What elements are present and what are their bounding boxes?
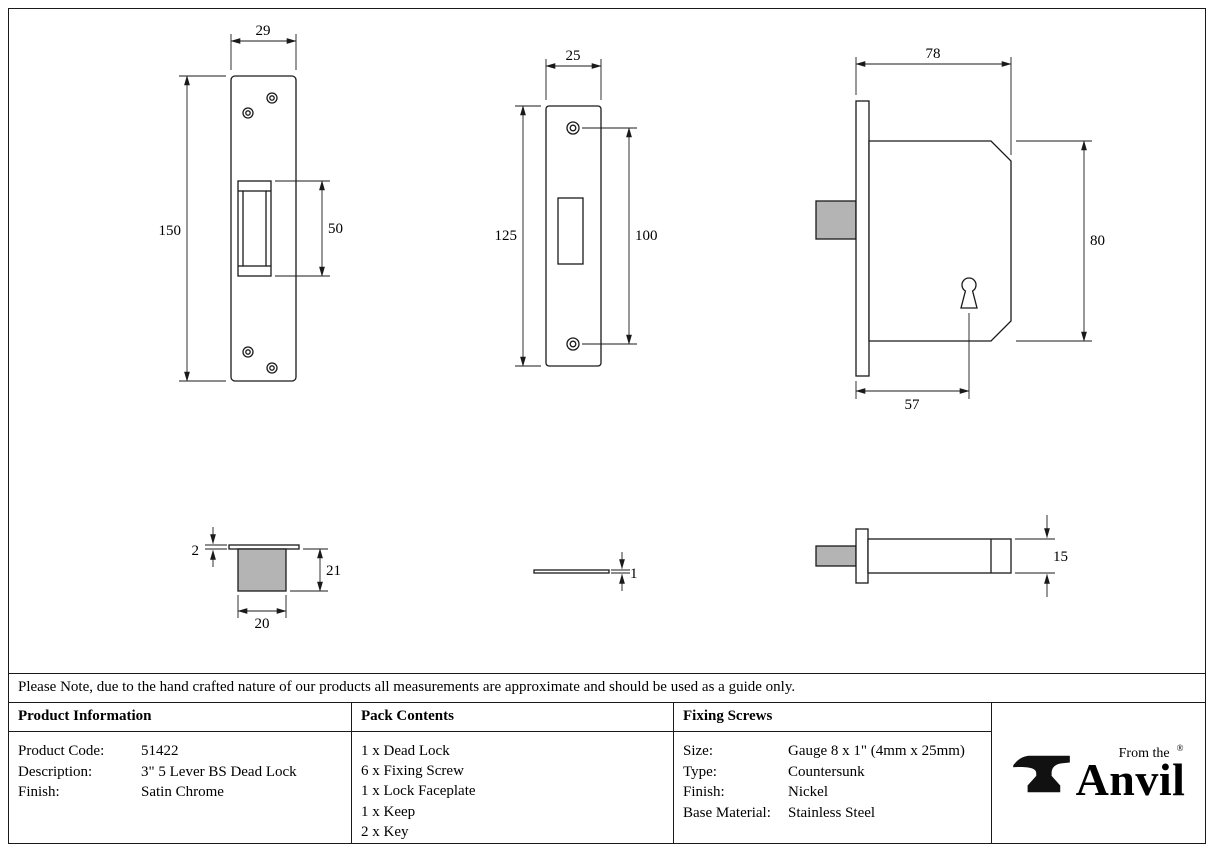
row-value: Satin Chrome <box>141 784 224 800</box>
brand-column: From the ® Anvil <box>991 703 1204 843</box>
dimension-label: 57 <box>905 397 921 413</box>
lock-bolt-side <box>815 545 857 567</box>
row-label: Size: <box>683 743 713 759</box>
dimension-label: 125 <box>495 228 518 244</box>
pack-item: 6 x Fixing Screw <box>361 763 464 780</box>
pack-item: 1 x Dead Lock <box>361 743 450 759</box>
table-row: Product Code: 51422 <box>18 741 342 762</box>
row-label: Finish: <box>18 784 60 800</box>
fixing-screws-column: Fixing Screws Size: Gauge 8 x 1" (4mm x … <box>673 703 991 843</box>
dimension-label: 78 <box>926 46 941 62</box>
brand-name: Anvil <box>1075 754 1186 806</box>
keep-profile-drawing: 2 21 20 <box>192 527 341 632</box>
dimension-label: 20 <box>255 616 270 632</box>
lock-side-drawing: 15 <box>815 515 1068 597</box>
pack-item: 1 x Lock Faceplate <box>361 783 476 800</box>
table-row: Size: Gauge 8 x 1" (4mm x 25mm) <box>683 741 982 762</box>
brand-tagline: From the <box>1118 746 1170 762</box>
dimension-label: 2 <box>192 543 200 559</box>
row-label: Product Code: <box>18 743 105 759</box>
measurement-note: Please Note, due to the hand crafted nat… <box>9 673 1205 703</box>
row-value: Stainless Steel <box>788 804 876 821</box>
faceplate-edge-drawing: 1 <box>533 552 638 591</box>
dimension-label: 15 <box>1053 549 1068 565</box>
row-label: Type: <box>683 763 717 780</box>
table-row: Finish: Nickel <box>683 782 982 803</box>
row-value: Countersunk <box>788 763 865 780</box>
lock-bolt <box>815 200 857 240</box>
dimension-label: 100 <box>635 228 658 244</box>
dimension-label: 150 <box>159 223 182 239</box>
registered-mark: ® <box>1176 743 1184 754</box>
row-label: Finish: <box>683 784 725 800</box>
lock-body-drawing: 78 80 57 <box>815 46 1105 413</box>
brand-logo: From the ® Anvil <box>992 703 1204 843</box>
keep-front-drawing: 29 150 50 <box>159 23 343 382</box>
pack-item: 1 x Keep <box>361 803 416 820</box>
dimension-label: 50 <box>328 221 343 237</box>
technical-drawings: 29 150 50 <box>9 9 1203 673</box>
spec-drawings-svg: 29 150 50 <box>159 23 1106 632</box>
row-label: Base Material: <box>683 804 771 821</box>
pack-item: 2 x Key <box>361 823 409 840</box>
pack-contents-column: Pack Contents 1 x Dead Lock 6 x Fixing S… <box>351 703 673 843</box>
row-value: Gauge 8 x 1" (4mm x 25mm) <box>788 743 965 759</box>
anvil-icon <box>1011 749 1073 797</box>
row-value: Nickel <box>788 784 828 800</box>
dimension-label: 21 <box>326 563 341 579</box>
table-row: Type: Countersunk <box>683 762 982 783</box>
row-label: Description: <box>18 763 93 780</box>
product-information-column: Product Information Product Code: 51422 … <box>9 703 351 843</box>
faceplate-front-drawing: 25 125 100 <box>495 48 658 367</box>
sheet-border: 29 150 50 <box>8 8 1206 844</box>
table-row: Base Material: Stainless Steel <box>683 803 982 824</box>
pack-contents-header: Pack Contents <box>352 703 673 732</box>
dimension-label: 25 <box>566 48 581 64</box>
fixing-screws-header: Fixing Screws <box>674 703 991 732</box>
dimension-label: 29 <box>256 23 271 39</box>
keyhole-icon <box>960 277 978 309</box>
spec-table: Product Information Product Code: 51422 … <box>9 703 1205 843</box>
table-row: Finish: Satin Chrome <box>18 782 342 803</box>
dimension-label: 80 <box>1090 233 1105 249</box>
dimension-label: 1 <box>630 566 638 582</box>
row-value: 3" 5 Lever BS Dead Lock <box>141 763 297 780</box>
product-information-header: Product Information <box>9 703 351 732</box>
brand-text: From the ® Anvil <box>1075 743 1186 806</box>
table-row: Description: 3" 5 Lever BS Dead Lock <box>18 762 342 783</box>
row-value: 51422 <box>141 743 179 759</box>
